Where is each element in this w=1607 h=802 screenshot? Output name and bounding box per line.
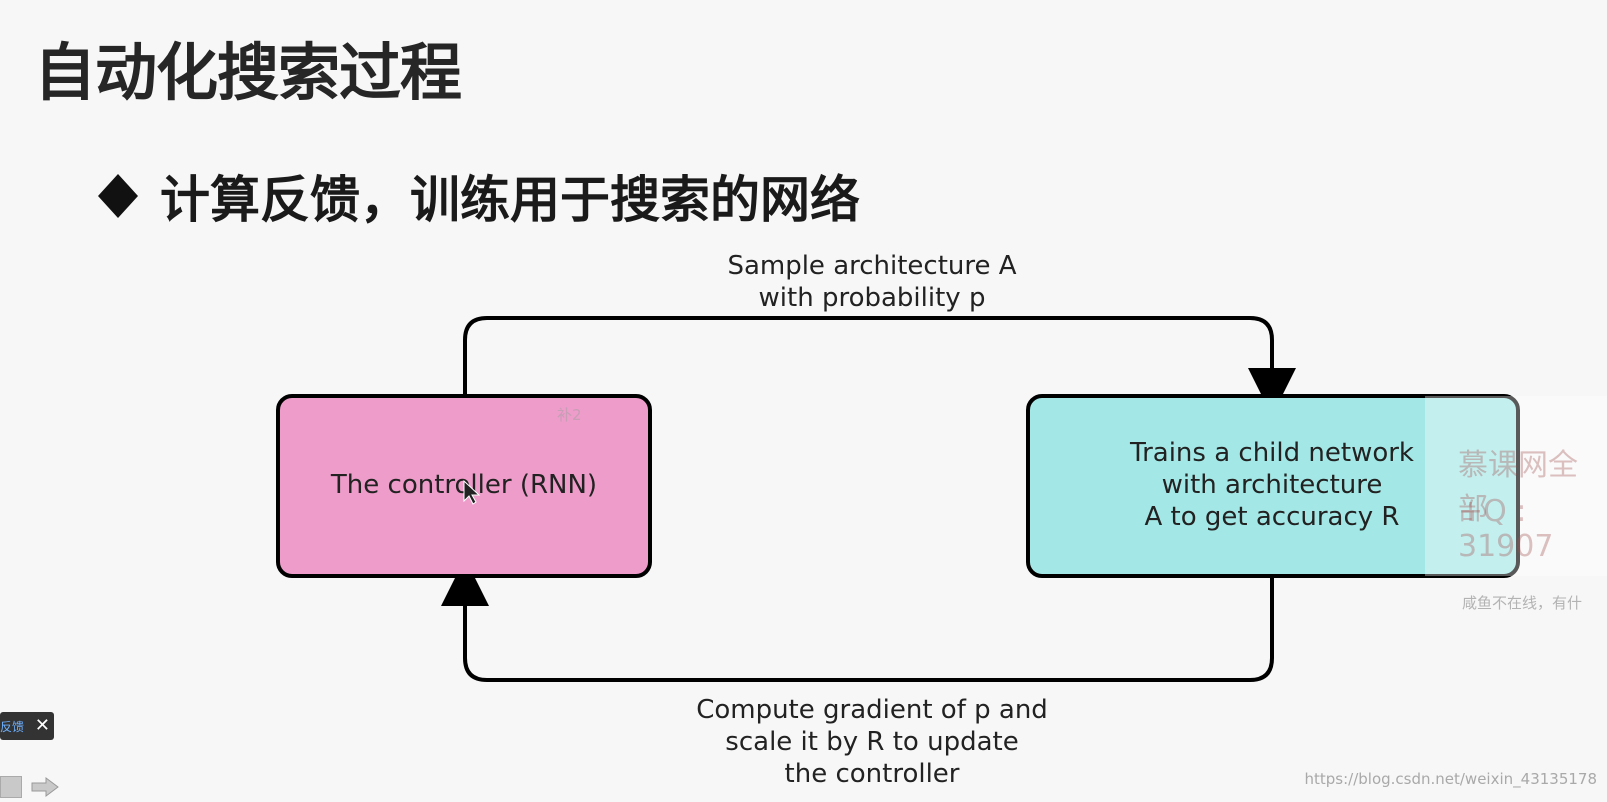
top-edge-label-line-1: Sample architecture A	[727, 251, 1016, 281]
overlay-panel	[1425, 396, 1607, 576]
feedback-label: 反馈	[0, 719, 25, 734]
diamond-bullet-icon	[98, 174, 138, 218]
overlay-faint-text-4: 补2	[557, 406, 582, 424]
bullet-text: 计算反馈，训练用于搜索的网络	[160, 171, 860, 229]
mouse-cursor-icon	[463, 479, 481, 505]
list-icon[interactable]	[0, 776, 22, 798]
source-watermark: https://blog.csdn.net/weixin_43135178	[1304, 770, 1597, 788]
bottom-edge-path	[441, 558, 1274, 682]
overlay-faint-text-3: 咸鱼不在线，有什	[1462, 594, 1583, 612]
bottom-edge-label-line-2: scale it by R to update	[725, 727, 1018, 757]
child-network-box	[1026, 394, 1520, 578]
child-label-line-1: Trains a child network	[1129, 438, 1414, 468]
close-icon[interactable]: ✕	[34, 715, 50, 736]
player-controls	[0, 776, 60, 798]
forward-arrow-icon[interactable]	[30, 776, 60, 798]
feedback-button[interactable]: 反馈 ✕	[0, 712, 54, 740]
child-label-line-3: A to get accuracy R	[1144, 502, 1399, 532]
child-label-line-2: with architecture	[1162, 470, 1383, 500]
bottom-edge-label-line-3: the controller	[785, 759, 960, 789]
overlay-faint-text-2: +Q : 31907	[1458, 494, 1554, 564]
page-title: 自动化搜索过程	[34, 36, 462, 109]
top-edge-path	[463, 316, 1296, 416]
bottom-edge-label-line-1: Compute gradient of p and	[696, 695, 1048, 725]
top-edge-label-line-2: with probability p	[759, 283, 986, 313]
overlay-faint-text-1: 慕课网全部	[1458, 448, 1578, 527]
bullet-point: 计算反馈，训练用于搜索的网络	[96, 160, 860, 232]
